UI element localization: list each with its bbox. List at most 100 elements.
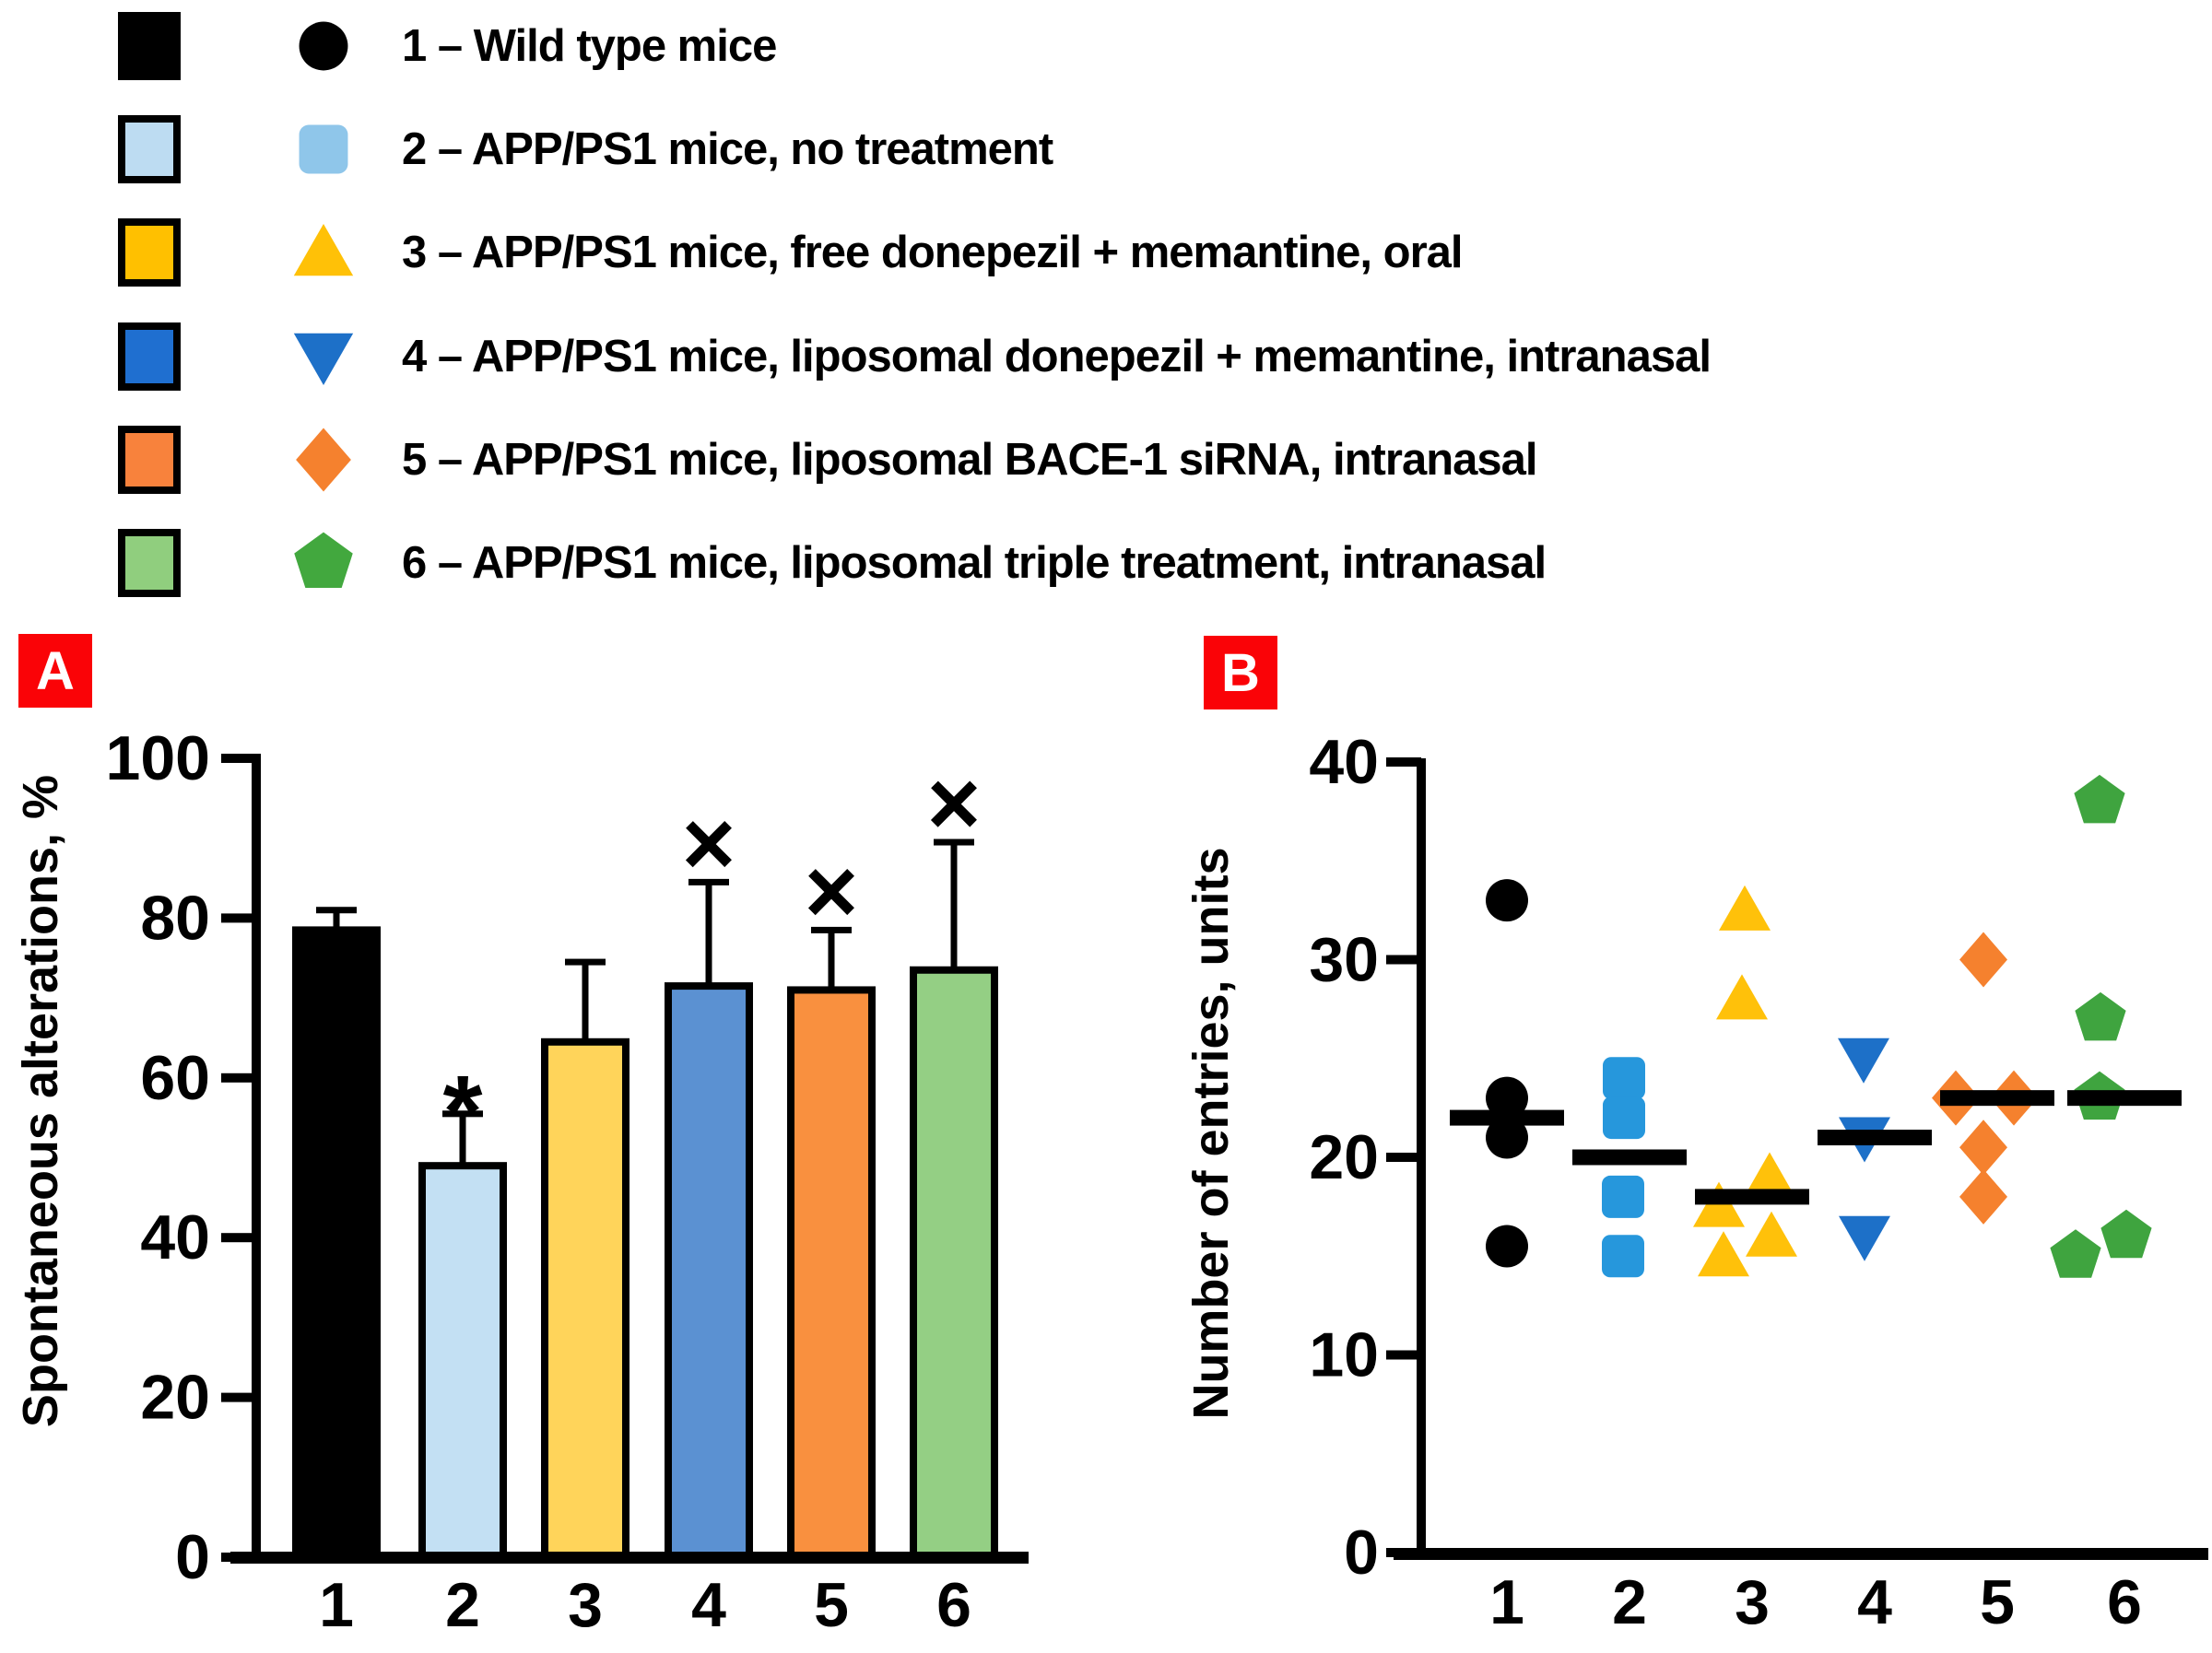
triangle-up-marker-icon	[293, 223, 354, 276]
scatter-point	[1744, 1152, 1795, 1198]
error-bar	[828, 930, 835, 996]
bar-group-4: ×	[665, 791, 753, 1561]
scatter-group-6	[2050, 774, 2182, 1278]
bar-6	[910, 966, 998, 1561]
median-line	[1818, 1130, 1932, 1146]
legend-item-label: 3 – APP/PS1 mice, free donepezil + meman…	[402, 228, 1463, 277]
y-tick-label: 80	[140, 883, 210, 953]
diamond-marker-icon	[296, 428, 351, 492]
legend-swatch	[118, 218, 181, 287]
legend-swatch	[118, 12, 181, 80]
significance-cross: ×	[805, 839, 858, 943]
scatter-point	[1603, 1057, 1645, 1100]
y-tick	[221, 1233, 256, 1243]
scatter-point	[1746, 1211, 1797, 1257]
bar-4	[665, 982, 753, 1561]
bar-group-3	[541, 958, 629, 1562]
legend-swatch	[118, 115, 181, 183]
scatter-point	[1959, 932, 2007, 988]
error-bar-cap	[811, 926, 852, 933]
x-category-label: 3	[568, 1570, 603, 1640]
scatter-point	[1716, 974, 1768, 1020]
diamond-marker-icon	[296, 428, 351, 492]
scatter-point	[1603, 1096, 1645, 1140]
scatter-point	[1486, 1225, 1528, 1268]
pentagon-marker-icon	[294, 532, 353, 589]
legend-item: 5 – APP/PS1 mice, liposomal BACE-1 siRNA…	[118, 418, 1537, 501]
x-category-label: 3	[1735, 1567, 1770, 1637]
legend-item: 2 – APP/PS1 mice, no treatment	[118, 108, 1053, 191]
legend-item-label: 2 – APP/PS1 mice, no treatment	[402, 124, 1053, 174]
significance-cross: ×	[927, 752, 981, 855]
error-bar	[950, 842, 958, 976]
triangle-down-marker-icon	[293, 333, 354, 386]
legend-swatch	[118, 426, 181, 494]
y-axis	[252, 754, 261, 1564]
x-category-label: 6	[936, 1570, 971, 1640]
error-bar	[333, 909, 340, 936]
x-category-label: 5	[1980, 1567, 2015, 1637]
scatter-group-5	[1932, 932, 2054, 1225]
bar-group-5: ×	[787, 839, 876, 1562]
scatter-point	[1839, 1215, 1890, 1261]
error-bar-cap	[442, 1110, 483, 1118]
y-tick	[221, 1392, 256, 1402]
y-tick	[1386, 955, 1421, 965]
x-axis	[1394, 1548, 2208, 1560]
scatter-point	[1486, 879, 1528, 922]
legend-item: 1 – Wild type mice	[118, 5, 777, 88]
y-tick-label: 30	[1309, 925, 1379, 995]
x-category-label: 2	[445, 1570, 480, 1640]
panel-a-chart: Spontaneous alterations, %0204060801001*…	[13, 723, 1029, 1640]
y-tick-label: 40	[1309, 727, 1379, 797]
error-bar-cap	[316, 907, 357, 914]
y-tick-label: 100	[106, 723, 210, 793]
y-tick-label: 20	[140, 1363, 210, 1433]
y-tick	[1386, 1153, 1421, 1162]
bar-group-2: *	[418, 1055, 507, 1562]
bar-3	[541, 1038, 629, 1562]
y-tick-label: 0	[175, 1522, 210, 1592]
circle-marker-icon	[299, 21, 348, 71]
error-bar-cap	[934, 838, 974, 846]
scatter-point	[2050, 1229, 2101, 1278]
error-bar	[459, 1113, 466, 1172]
median-line	[1695, 1189, 1809, 1205]
scatter-group-2	[1572, 1057, 1687, 1278]
y-tick	[221, 754, 256, 763]
scatter-group-4	[1818, 1038, 1932, 1261]
x-category-label: 5	[814, 1570, 849, 1640]
scatter-point	[1486, 1076, 1528, 1120]
bar-group-1	[292, 907, 381, 1561]
median-line	[2067, 1090, 2182, 1107]
legend-item: 6 – APP/PS1 mice, liposomal triple treat…	[118, 522, 1547, 604]
error-bar-cap	[688, 878, 729, 885]
x-category-label: 4	[1857, 1567, 1892, 1637]
y-tick	[221, 1073, 256, 1083]
panel-b-badge: B	[1204, 636, 1277, 709]
square-marker-icon	[299, 124, 348, 174]
legend-item-label: 1 – Wild type mice	[402, 21, 777, 71]
scatter-group-3	[1693, 885, 1809, 1277]
error-bar	[582, 962, 589, 1048]
scatter-point	[2100, 1209, 2152, 1259]
x-category-label: 4	[691, 1570, 726, 1640]
y-axis-title: Number of entries, units	[1183, 847, 1239, 1419]
x-category-label: 1	[1489, 1567, 1524, 1637]
legend-item-label: 5 – APP/PS1 mice, liposomal BACE-1 siRNA…	[402, 435, 1537, 485]
x-category-label: 2	[1612, 1567, 1647, 1637]
legend-item-label: 4 – APP/PS1 mice, liposomal donepezil + …	[402, 332, 1712, 381]
x-category-label: 6	[2107, 1567, 2142, 1637]
scatter-point	[1602, 1175, 1644, 1218]
y-tick-label: 20	[1309, 1122, 1379, 1192]
median-line	[1572, 1149, 1687, 1166]
y-tick	[221, 913, 256, 923]
bar-5	[787, 986, 876, 1562]
pentagon-marker-icon	[294, 532, 353, 589]
scatter-point	[1838, 1038, 1889, 1084]
y-axis-title: Spontaneous alterations, %	[13, 775, 68, 1427]
scatter-point	[1602, 1235, 1644, 1278]
legend-item: 4 – APP/PS1 mice, liposomal donepezil + …	[118, 315, 1712, 398]
median-line	[1940, 1090, 2054, 1107]
